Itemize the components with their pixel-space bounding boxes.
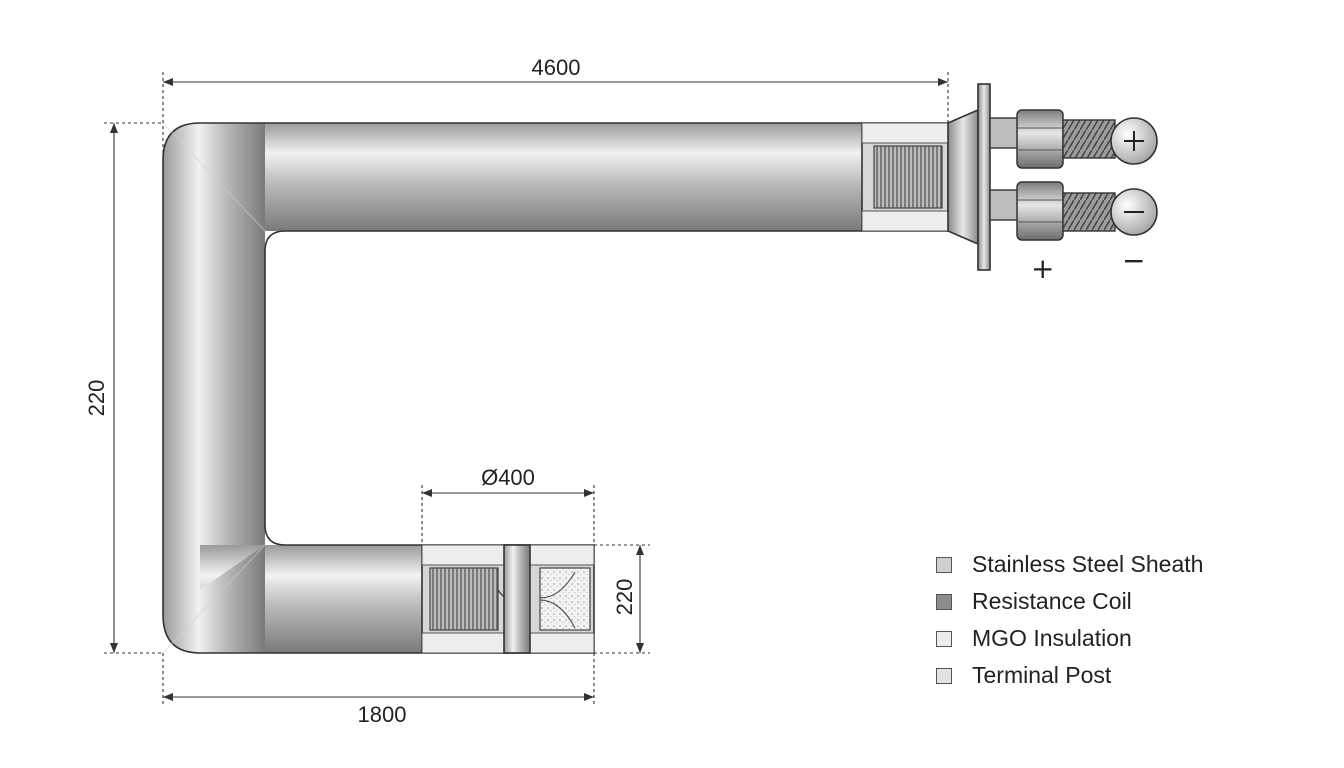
hex-nut-positive (1016, 109, 1064, 169)
terminal-post-negative (1016, 181, 1158, 241)
legend-swatch (936, 667, 952, 684)
negative-terminal-label: − (1122, 244, 1145, 277)
top-cutaway-section (861, 122, 949, 232)
legend-item-sheath: Stainless Steel Sheath (936, 546, 1203, 583)
bottom-cutaway-section (421, 544, 595, 654)
threaded-stud-positive (1062, 119, 1116, 159)
resistance-coil-top (873, 145, 943, 209)
dimension-lines (104, 72, 949, 705)
legend-swatch (936, 593, 952, 610)
stainless-steel-sheath (162, 122, 862, 654)
mgo-insulation (539, 567, 591, 631)
threaded-stud-negative (1062, 192, 1116, 232)
hex-nut-negative (1016, 181, 1064, 241)
legend-swatch (936, 630, 952, 647)
legend-label: Terminal Post (972, 662, 1112, 688)
legend-item-terminal: Terminal Post (936, 657, 1203, 694)
sheath-collar (503, 544, 531, 654)
legend-swatch (936, 556, 952, 573)
dimension-end-height: 220 (612, 579, 637, 616)
dimension-arrows (110, 78, 948, 701)
terminal-flange (947, 83, 1019, 271)
dimension-left-height: 220 (84, 380, 109, 417)
legend-label: Resistance Coil (972, 588, 1132, 614)
legend-item-insulation: MGO Insulation (936, 620, 1203, 657)
dimension-top-length: 4600 (532, 55, 581, 80)
dimension-diameter: Ø400 (481, 465, 535, 490)
positive-terminal-label: + (1031, 252, 1054, 285)
legend-label: Stainless Steel Sheath (972, 551, 1204, 577)
resistance-coil-bottom (429, 567, 499, 631)
legend: Stainless Steel Sheath Resistance Coil M… (936, 546, 1203, 694)
dimension-bottom-length: 1800 (358, 702, 407, 727)
legend-item-coil: Resistance Coil (936, 583, 1203, 620)
legend-label: MGO Insulation (972, 625, 1132, 651)
terminal-post-positive (1016, 109, 1158, 169)
